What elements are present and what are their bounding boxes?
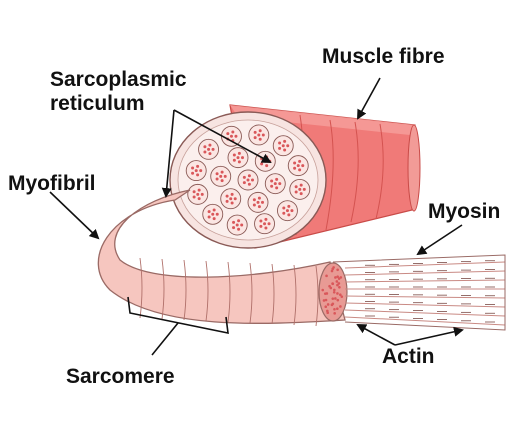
myofibril-bundle [288, 156, 308, 176]
label-sarcoplasmic-line1: Sarcoplasmic [50, 68, 187, 92]
filament-bundle [345, 261, 505, 325]
myofibril-bundle [221, 189, 241, 209]
myofibril-bundle [227, 215, 247, 235]
arrow-myosin [418, 225, 462, 254]
label-sarcoplasmic-reticulum: Sarcoplasmic reticulum [50, 68, 187, 116]
myofibril-bundle [188, 184, 208, 204]
myofibril-bundle [255, 214, 275, 234]
label-myofibril: Myofibril [8, 172, 96, 196]
label-sarcomere: Sarcomere [66, 365, 175, 389]
myofibril-bundle [248, 192, 268, 212]
arrow-actin-2 [395, 330, 462, 345]
myofibril-bundle [249, 125, 269, 145]
arrow-actin-1 [358, 325, 395, 345]
myofibril-bundle [265, 174, 285, 194]
label-myosin: Myosin [428, 200, 500, 224]
myofibril-bundle [211, 166, 231, 186]
label-actin: Actin [382, 345, 435, 369]
arrow-myofibril [50, 192, 98, 238]
myofibril-bundle [255, 151, 275, 171]
label-muscle-fibre: Muscle fibre [322, 45, 445, 69]
myofibril-bundle [238, 170, 258, 190]
myofibril-bundle [290, 179, 310, 199]
myofibril-bundle [203, 204, 223, 224]
arrow-muscle-fibre [358, 78, 380, 118]
myofibril-bundle [228, 148, 248, 168]
label-sarcoplasmic-line2: reticulum [50, 92, 187, 116]
myofibril-bundle [186, 161, 206, 181]
myofibril-bundle [221, 126, 241, 146]
myofibril-bundle [199, 139, 219, 159]
myofibril-bundle [277, 201, 297, 221]
myofibril-bundle [273, 136, 293, 156]
